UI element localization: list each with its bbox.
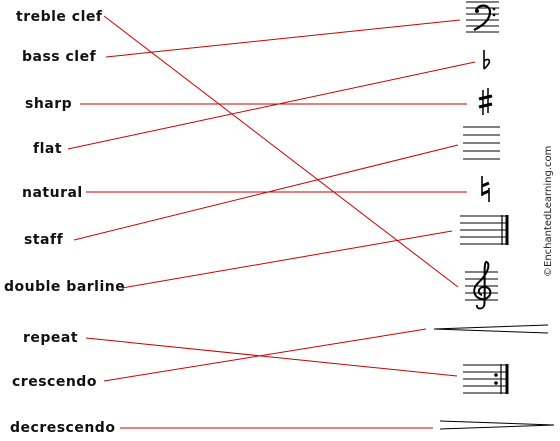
term-flat: flat <box>33 141 63 157</box>
line-double-barline <box>121 230 453 289</box>
credit-text: ©EnchantedLearning.com <box>543 145 554 277</box>
natural-icon <box>481 176 490 202</box>
bass-clef-icon <box>466 1 499 33</box>
term-sharp: sharp <box>25 96 73 112</box>
line-treble-clef <box>103 15 459 288</box>
treble-clef-icon <box>465 260 498 310</box>
sharp-icon <box>478 88 493 115</box>
term-staff: staff <box>24 232 64 248</box>
line-staff <box>73 144 459 241</box>
flat-icon <box>483 50 491 70</box>
term-double-barline: double barline <box>4 279 126 295</box>
line-flat <box>67 61 476 150</box>
crescendo-icon <box>433 324 549 334</box>
staff-icon <box>463 126 500 160</box>
double-barline-icon <box>460 215 509 245</box>
term-repeat: repeat <box>23 330 79 346</box>
line-crescendo <box>103 328 427 382</box>
term-bass-clef: bass clef <box>22 49 97 65</box>
repeat-icon <box>463 364 509 394</box>
connector-lines <box>67 15 476 429</box>
line-bass-clef <box>105 19 461 58</box>
term-natural: natural <box>22 185 83 201</box>
term-crescendo: crescendo <box>12 374 97 390</box>
decrescendo-icon <box>439 420 555 430</box>
line-repeat <box>85 337 458 377</box>
term-treble-clef: treble clef <box>16 9 103 25</box>
term-decrescendo: decrescendo <box>10 420 116 436</box>
